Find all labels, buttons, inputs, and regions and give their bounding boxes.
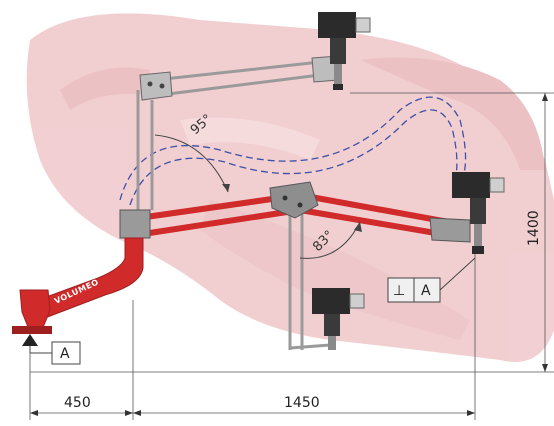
gray-frame-lower [288, 210, 331, 350]
datum-base-label: A [60, 346, 70, 362]
gray-frame-upper [136, 60, 321, 210]
datum-box-perp: ⊥ A [387, 257, 476, 303]
mount-base-plate [12, 326, 52, 334]
tool-bottom [312, 288, 365, 350]
tool-top [318, 12, 371, 90]
tool-right [452, 172, 505, 254]
center-joint [269, 181, 319, 219]
dimension-arrows [30, 93, 548, 416]
dim-label-1400: 1400 [526, 210, 542, 246]
tool-joint [429, 217, 471, 243]
red-arm [119, 181, 471, 243]
mount-column: VOLUMEO [12, 237, 144, 346]
reach-envelope [119, 96, 467, 206]
dimension-lines [29, 92, 554, 420]
dim-label-450: 450 [64, 395, 91, 411]
base-joint [119, 209, 151, 239]
base-datum-triangle [22, 334, 38, 346]
perpendicular-symbol: ⊥ [393, 283, 405, 299]
datum-box-base: A [29, 341, 81, 365]
mount-flange [19, 289, 51, 333]
dim-label-1450: 1450 [284, 395, 320, 411]
datum-perp-label: A [421, 283, 431, 299]
